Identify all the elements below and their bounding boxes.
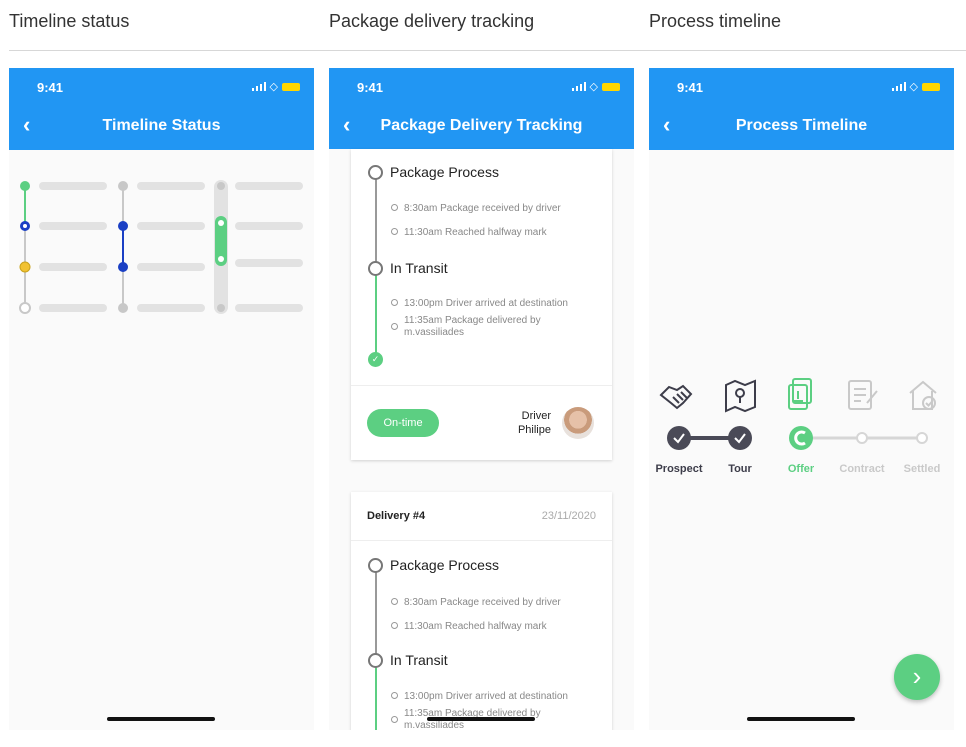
column-title-timeline-status: Timeline status bbox=[9, 11, 130, 31]
map-icon bbox=[725, 379, 756, 413]
signal-icon bbox=[251, 82, 266, 91]
back-button[interactable]: ‹ bbox=[343, 112, 351, 137]
phone-package-delivery: 9:41 ◇ ‹ Package Delivery Tracking Packa… bbox=[329, 68, 634, 730]
status-time: 9:41 bbox=[37, 80, 64, 95]
section-title: Package Process bbox=[390, 557, 499, 573]
wifi-icon: ◇ bbox=[589, 81, 598, 93]
phone-process-timeline: 9:41 ◇ ‹ Process Timeline bbox=[649, 68, 954, 730]
chevron-right-icon: › bbox=[912, 661, 922, 691]
event-node bbox=[391, 228, 398, 235]
section-title: Package Process bbox=[390, 164, 499, 180]
timeline-status-demo bbox=[19, 180, 303, 314]
event-text: 11:30am Reached halfway mark bbox=[404, 227, 547, 238]
header-divider bbox=[9, 50, 966, 51]
step-label-tour: Tour bbox=[728, 463, 752, 475]
step-todo-dot bbox=[856, 432, 868, 444]
back-button[interactable]: ‹ bbox=[663, 112, 671, 137]
event-node bbox=[391, 692, 398, 699]
back-button[interactable]: ‹ bbox=[23, 112, 31, 137]
home-indicator bbox=[747, 717, 855, 721]
house-icon bbox=[909, 380, 937, 410]
battery-icon bbox=[282, 82, 300, 91]
next-step-button[interactable]: › bbox=[894, 654, 940, 700]
process-step-icons bbox=[659, 378, 937, 413]
document-icon bbox=[848, 380, 878, 410]
battery-icon bbox=[922, 82, 940, 91]
event-text: 13:00pm Driver arrived at destination bbox=[404, 298, 568, 309]
delivery-number: Delivery #4 bbox=[367, 510, 426, 522]
app-bar: 9:41 ◇ ‹ Timeline Status bbox=[9, 68, 314, 150]
home-indicator bbox=[427, 717, 535, 721]
timeline-line bbox=[375, 568, 377, 730]
event-text: 13:00pm Driver arrived at destination bbox=[404, 691, 568, 702]
event-node bbox=[391, 598, 398, 605]
event-node bbox=[391, 622, 398, 629]
section-title: In Transit bbox=[390, 260, 448, 276]
delivery-date: 23/11/2020 bbox=[541, 510, 596, 522]
section-node bbox=[368, 558, 383, 573]
wifi-icon: ◇ bbox=[269, 81, 278, 93]
step-done-dot bbox=[667, 426, 691, 450]
event-node bbox=[391, 204, 398, 211]
app-title: Process Timeline bbox=[735, 117, 868, 134]
app-bar: 9:41 ◇ ‹ Process Timeline bbox=[649, 68, 954, 150]
card-divider bbox=[351, 540, 612, 541]
driver-label: Driver bbox=[521, 410, 551, 422]
card-divider bbox=[351, 385, 612, 386]
section-node bbox=[368, 165, 383, 180]
status-done-dot bbox=[20, 181, 30, 191]
event-node bbox=[391, 716, 398, 723]
step-active-dot bbox=[789, 426, 813, 450]
status-icons: ◇ bbox=[891, 80, 940, 93]
section-node bbox=[368, 261, 383, 276]
phone-timeline-status: 9:41 ◇ ‹ Timeline Status bbox=[9, 68, 314, 730]
app-title: Package Delivery Tracking bbox=[380, 117, 583, 134]
status-pending-dot bbox=[19, 302, 31, 314]
timeline-line-complete bbox=[375, 668, 377, 730]
step-label-prospect: Prospect bbox=[655, 463, 703, 475]
status-icons: ◇ bbox=[251, 80, 300, 93]
status-badge: On-time bbox=[367, 409, 439, 437]
event-text: 8:30am Package received by driver bbox=[404, 597, 561, 608]
signal-icon bbox=[571, 82, 586, 91]
delivery-card-2: Delivery #4 23/11/2020 Package Process 8… bbox=[351, 492, 612, 730]
step-todo-dot bbox=[916, 432, 928, 444]
step-label-offer: Offer bbox=[787, 463, 815, 475]
event-text: 11:30am Reached halfway mark bbox=[404, 621, 547, 632]
column-title-package-delivery: Package delivery tracking bbox=[329, 11, 535, 31]
check-icon: ✓ bbox=[368, 352, 383, 367]
event-text: 11:35am Package delivered by m.vassiliad… bbox=[404, 315, 541, 338]
event-node bbox=[391, 299, 398, 306]
handshake-icon bbox=[659, 384, 693, 410]
delivery-card: Package Process 8:30am Package received … bbox=[351, 149, 612, 460]
status-warning-dot bbox=[19, 261, 31, 273]
avatar[interactable] bbox=[562, 407, 594, 439]
battery-icon bbox=[602, 82, 620, 91]
status-icons: ◇ bbox=[571, 80, 620, 93]
money-icon bbox=[788, 378, 812, 410]
section-title: In Transit bbox=[390, 652, 448, 668]
driver-name: Philipe bbox=[517, 424, 551, 436]
step-label-settled: Settled bbox=[903, 463, 941, 475]
process-progress-track bbox=[667, 426, 928, 450]
home-indicator bbox=[107, 717, 215, 721]
step-label-contract: Contract bbox=[839, 463, 885, 475]
status-time: 9:41 bbox=[677, 80, 704, 95]
event-text: 8:30am Package received by driver bbox=[404, 203, 561, 214]
signal-icon bbox=[891, 82, 906, 91]
app-title: Timeline Status bbox=[102, 117, 221, 134]
section-node bbox=[368, 653, 383, 668]
wifi-icon: ◇ bbox=[909, 81, 918, 93]
step-done-dot bbox=[728, 426, 752, 450]
app-bar: 9:41 ◇ ‹ Package Delivery Tracking bbox=[329, 68, 634, 149]
event-text: 11:35am Package delivered by m.vassiliad… bbox=[404, 708, 541, 730]
event-node bbox=[391, 323, 398, 330]
timeline-line-complete bbox=[375, 273, 377, 358]
status-time: 9:41 bbox=[357, 80, 384, 95]
column-title-process-timeline: Process timeline bbox=[649, 11, 782, 31]
driver-info: Driver Philipe bbox=[501, 409, 551, 437]
